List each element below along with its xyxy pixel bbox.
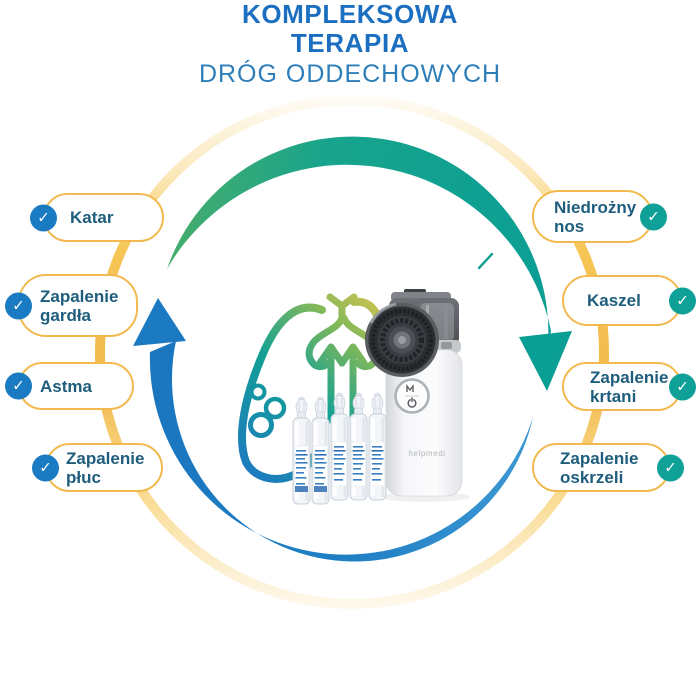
- ampoules-group: [292, 392, 387, 505]
- trachea: [326, 293, 358, 321]
- teal-arrowhead-icon: [519, 331, 572, 391]
- condition-pill-niedrozny-nos: Niedrożny nos ✓: [532, 190, 667, 243]
- blue-arc-arrow: [133, 298, 533, 562]
- condition-pill-kaszel: Kaszel ✓: [562, 275, 696, 326]
- condition-label: Astma: [40, 376, 92, 396]
- mist-icon: [406, 384, 414, 392]
- power-button: [394, 378, 430, 414]
- teal-arrow-body: [167, 136, 551, 345]
- condition-label: Zapalenie oskrzeli: [560, 448, 639, 487]
- bronchus-left: [305, 314, 346, 371]
- condition-label: Katar: [70, 208, 114, 227]
- yellow-circle-right-arc: [351, 95, 609, 609]
- check-icon: ✓: [669, 287, 696, 314]
- airflow-arrow-left-icon: [316, 343, 346, 424]
- condition-label: Zapalenie krtani: [590, 367, 669, 406]
- rim-notch: [441, 342, 452, 349]
- title-line-3: DRÓG ODDECHOWYCH: [198, 60, 502, 88]
- check-icon: ✓: [640, 203, 667, 230]
- power-icon: [407, 397, 417, 408]
- chamber-streak: [444, 305, 448, 339]
- check-icon: ✓: [5, 372, 32, 400]
- condition-pill-astma: ✓ Astma: [5, 362, 134, 410]
- mesh-head: [365, 302, 439, 377]
- ampoule-label-band: [314, 486, 327, 492]
- check-icon: ✓: [30, 204, 57, 231]
- yellow-circle: [95, 95, 609, 609]
- condition-pill-zapalenie-oskrzeli: Zapalenie oskrzeli ✓: [532, 443, 684, 492]
- check-icon: ✓: [669, 373, 696, 400]
- check-icon: ✓: [657, 454, 684, 481]
- condition-label: Zapalenie gardła: [40, 286, 119, 325]
- nebulizer-device: helpmedi: [365, 289, 470, 502]
- condition-pill-zapalenie-pluc: ✓ Zapalenie płuc: [32, 443, 163, 492]
- ampoule-5: [368, 392, 387, 501]
- title-line-2: TERAPIA: [290, 28, 410, 58]
- condition-label: Niedrożny nos: [554, 197, 637, 236]
- check-icon: ✓: [32, 454, 59, 481]
- condition-pill-zapalenie-krtani: Zapalenie krtani ✓: [562, 362, 696, 411]
- teal-accent-line: [477, 252, 494, 270]
- bubble-3: [248, 412, 274, 438]
- title-line-1: KOMPLEKSOWA: [241, 0, 459, 29]
- teal-arc-arrow: [167, 136, 572, 391]
- device-brand-label: helpmedi: [408, 449, 445, 458]
- airflow-arrow-right-icon: [338, 343, 368, 424]
- blue-arrowhead-icon: [133, 298, 186, 346]
- condition-label: Zapalenie płuc: [66, 448, 145, 487]
- bubble-1: [249, 383, 267, 401]
- condition-label: Kaszel: [587, 291, 641, 310]
- condition-pill-katar: ✓ Katar: [30, 193, 164, 242]
- bubble-2: [263, 396, 287, 420]
- condition-pill-zapalenie-gardla: ✓ Zapalenie gardła: [5, 274, 138, 337]
- title-block: KOMPLEKSOWA TERAPIA DRÓG ODDECHOWYCH: [0, 0, 700, 88]
- check-icon: ✓: [5, 292, 32, 319]
- yellow-circle-left-arc: [95, 95, 353, 609]
- ampoule-label-band: [295, 486, 308, 492]
